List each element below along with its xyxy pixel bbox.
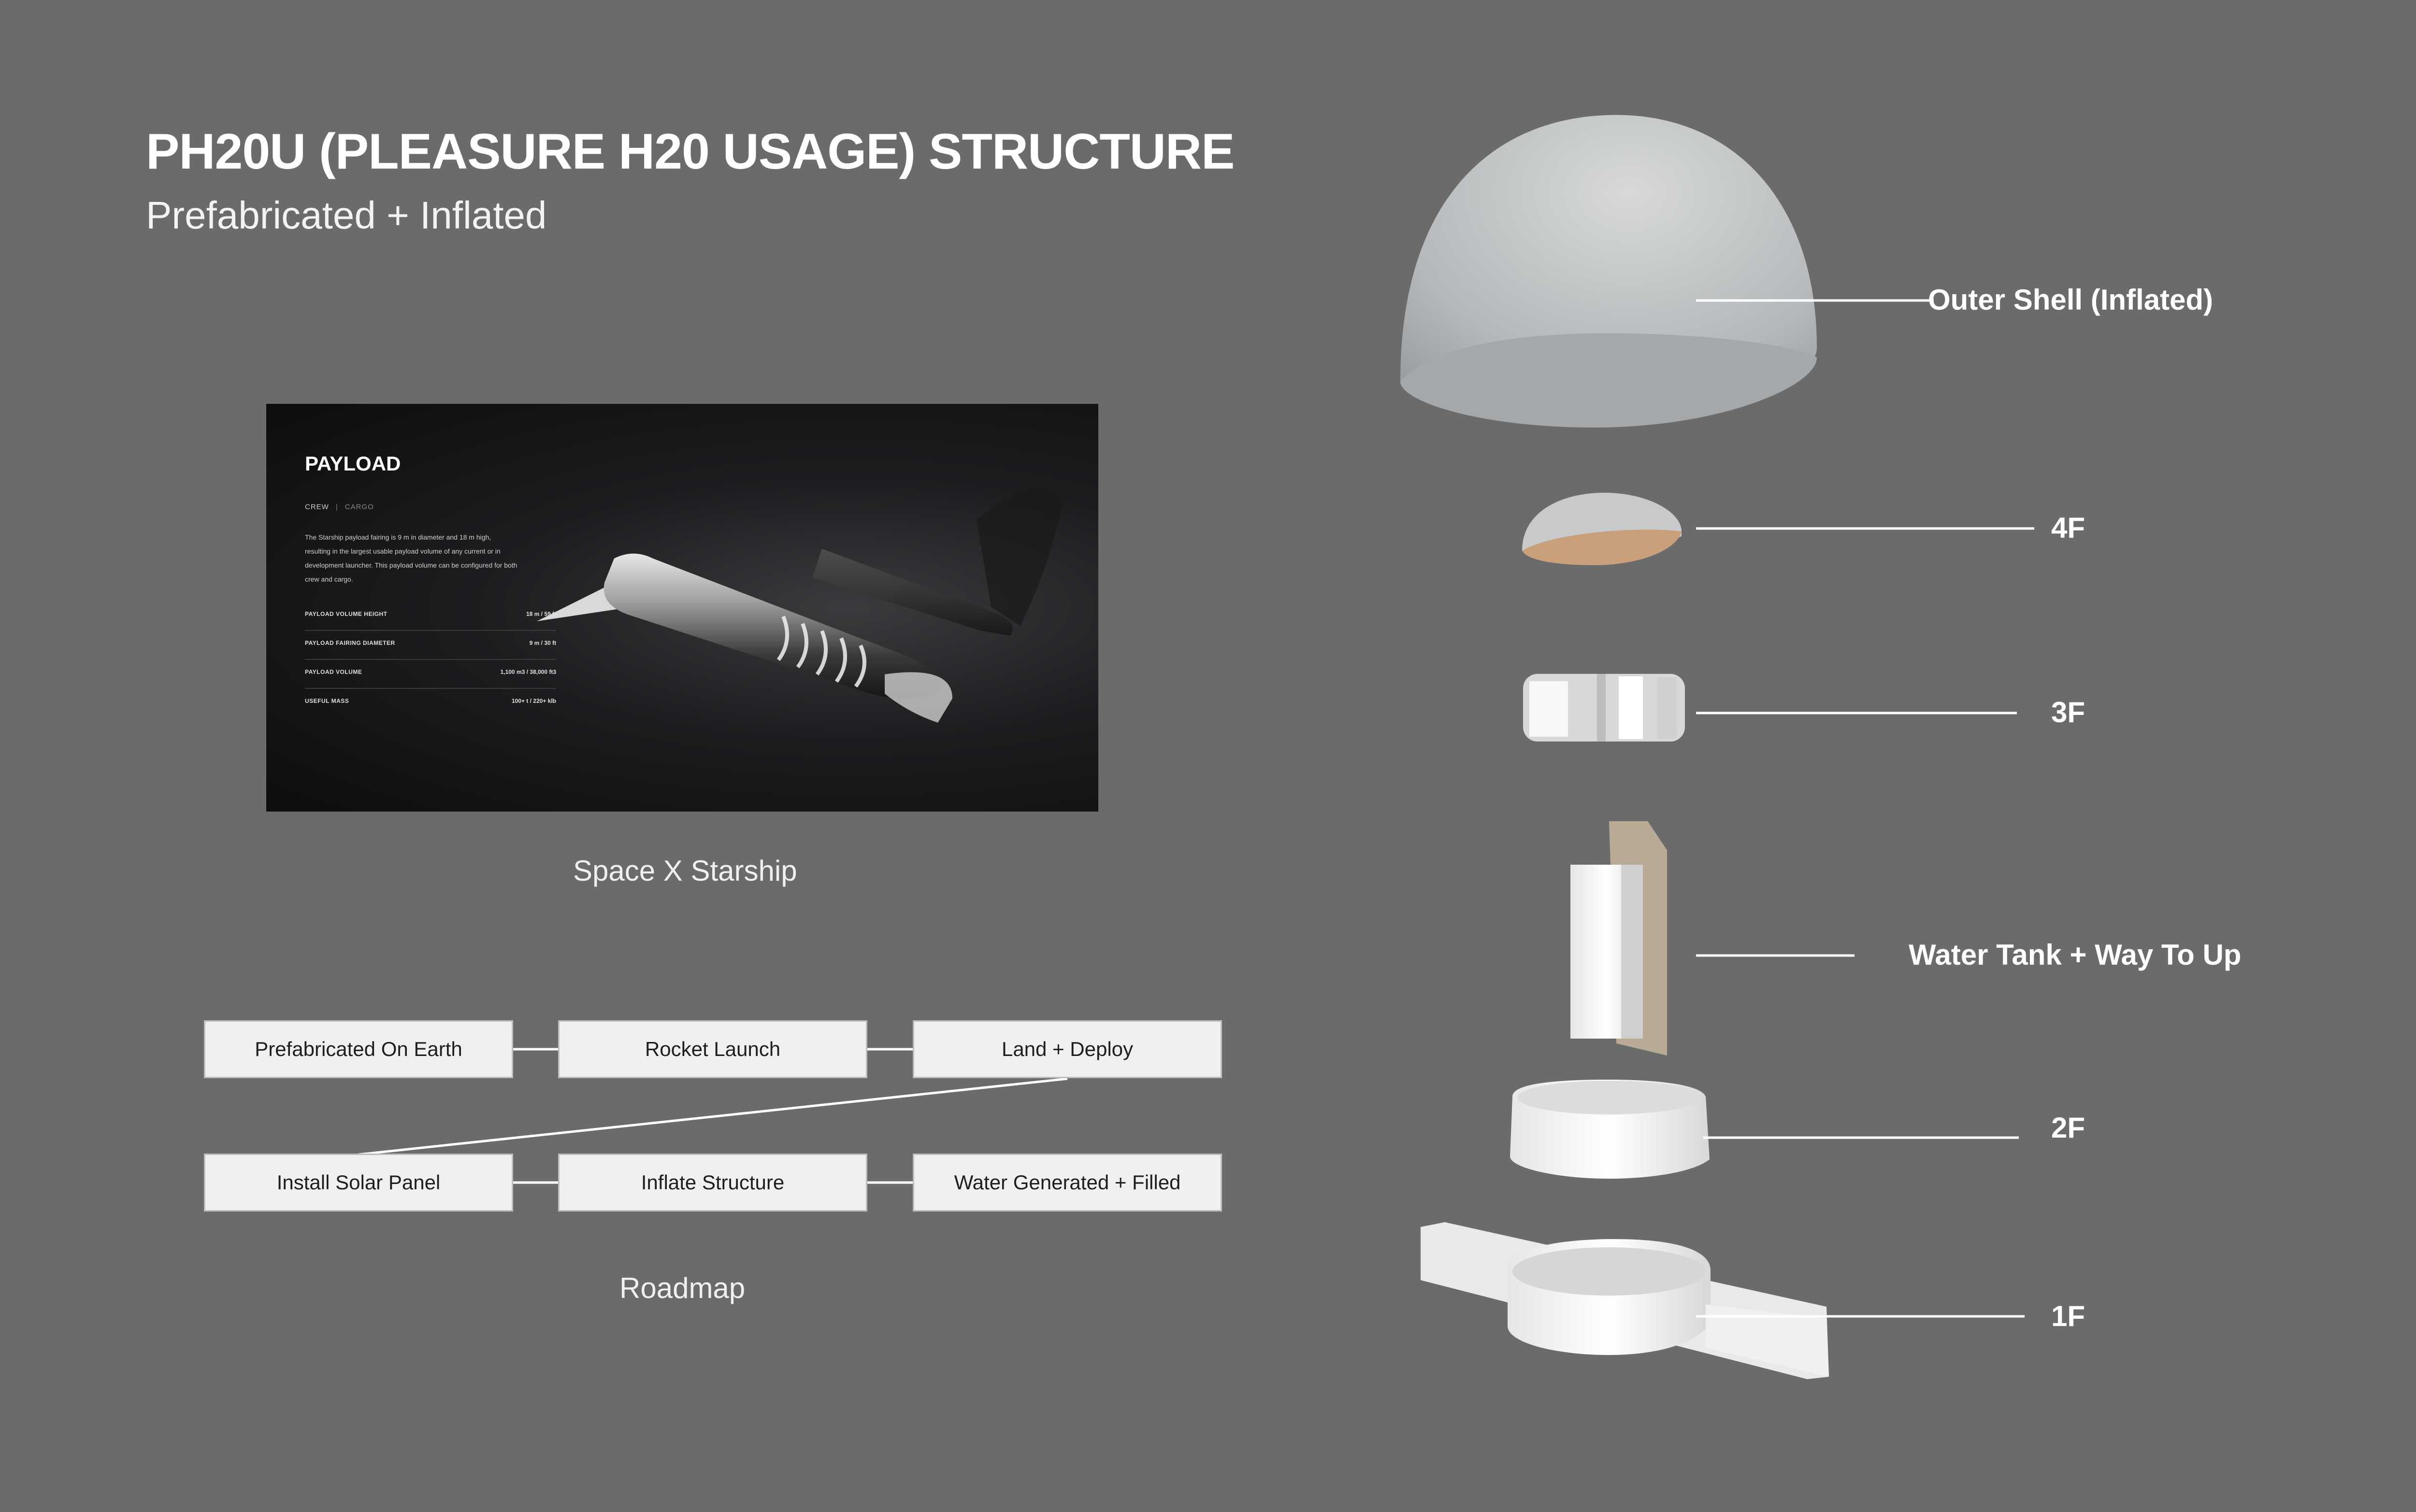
tab-crew[interactable]: CREW (305, 503, 329, 511)
tab-cargo[interactable]: CARGO (345, 503, 374, 511)
roadmap-step: Install Solar Panel (204, 1154, 513, 1212)
label-water-tank: Water Tank + Way To Up (1909, 939, 2242, 971)
label-4f: 4F (2051, 512, 2085, 544)
starship-caption: Space X Starship (573, 855, 797, 887)
roadmap-step: Inflate Structure (558, 1154, 867, 1212)
tab-separator: | (335, 503, 338, 511)
payload-tabs: CREW | CARGO (305, 503, 374, 511)
spec-row: PAYLOAD VOLUME HEIGHT 18 m / 59 ft (305, 602, 556, 631)
spec-value: 18 m / 59 ft (526, 611, 556, 617)
label-outer-shell: Outer Shell (Inflated) (1928, 284, 2214, 316)
spec-row: USEFUL MASS 100+ t / 220+ klb (305, 689, 556, 717)
spec-value: 100+ t / 220+ klb (511, 698, 556, 704)
roadmap-step: Water Generated + Filled (913, 1154, 1222, 1212)
starship-screenshot: PAYLOAD CREW | CARGO The Starship payload … (266, 404, 1098, 812)
spec-value: 9 m / 30 ft (529, 640, 556, 646)
water-tank-shape (1570, 821, 1667, 1056)
payload-title: PAYLOAD (305, 452, 401, 475)
floor-1f-shape (1421, 1222, 1829, 1379)
roadmap-step: Rocket Launch (558, 1020, 867, 1078)
outer-shell-shape (1400, 115, 1817, 428)
spec-value: 1,100 m3 / 38,000 ft3 (500, 669, 556, 675)
page-title: PH20U (PLEASURE H20 USAGE) STRUCTURE (146, 124, 1235, 180)
roadmap-caption: Roadmap (619, 1272, 746, 1304)
spec-key: USEFUL MASS (305, 698, 349, 704)
label-2f: 2F (2051, 1112, 2085, 1144)
roadmap-step: Prefabricated On Earth (204, 1020, 513, 1078)
spec-key: PAYLOAD VOLUME (305, 669, 362, 675)
label-3f: 3F (2051, 696, 2085, 728)
spec-key: PAYLOAD FAIRING DIAMETER (305, 640, 395, 646)
spec-key: PAYLOAD VOLUME HEIGHT (305, 611, 388, 617)
leader-lines (1696, 299, 2034, 1318)
floor-4f-shape (1522, 493, 1682, 565)
payload-description: The Starship payload fairing is 9 m in d… (305, 533, 518, 583)
roadmap-step: Land + Deploy (913, 1020, 1222, 1078)
starship-render (537, 487, 1064, 723)
spec-row: PAYLOAD VOLUME 1,100 m3 / 38,000 ft3 (305, 660, 556, 689)
floor-3f-shape (1523, 674, 1685, 742)
floor-2f-shape (1510, 1080, 1710, 1179)
label-1f: 1F (2051, 1300, 2085, 1332)
spec-row: PAYLOAD FAIRING DIAMETER 9 m / 30 ft (305, 631, 556, 660)
page-subtitle: Prefabricated + Inflated (146, 194, 547, 237)
